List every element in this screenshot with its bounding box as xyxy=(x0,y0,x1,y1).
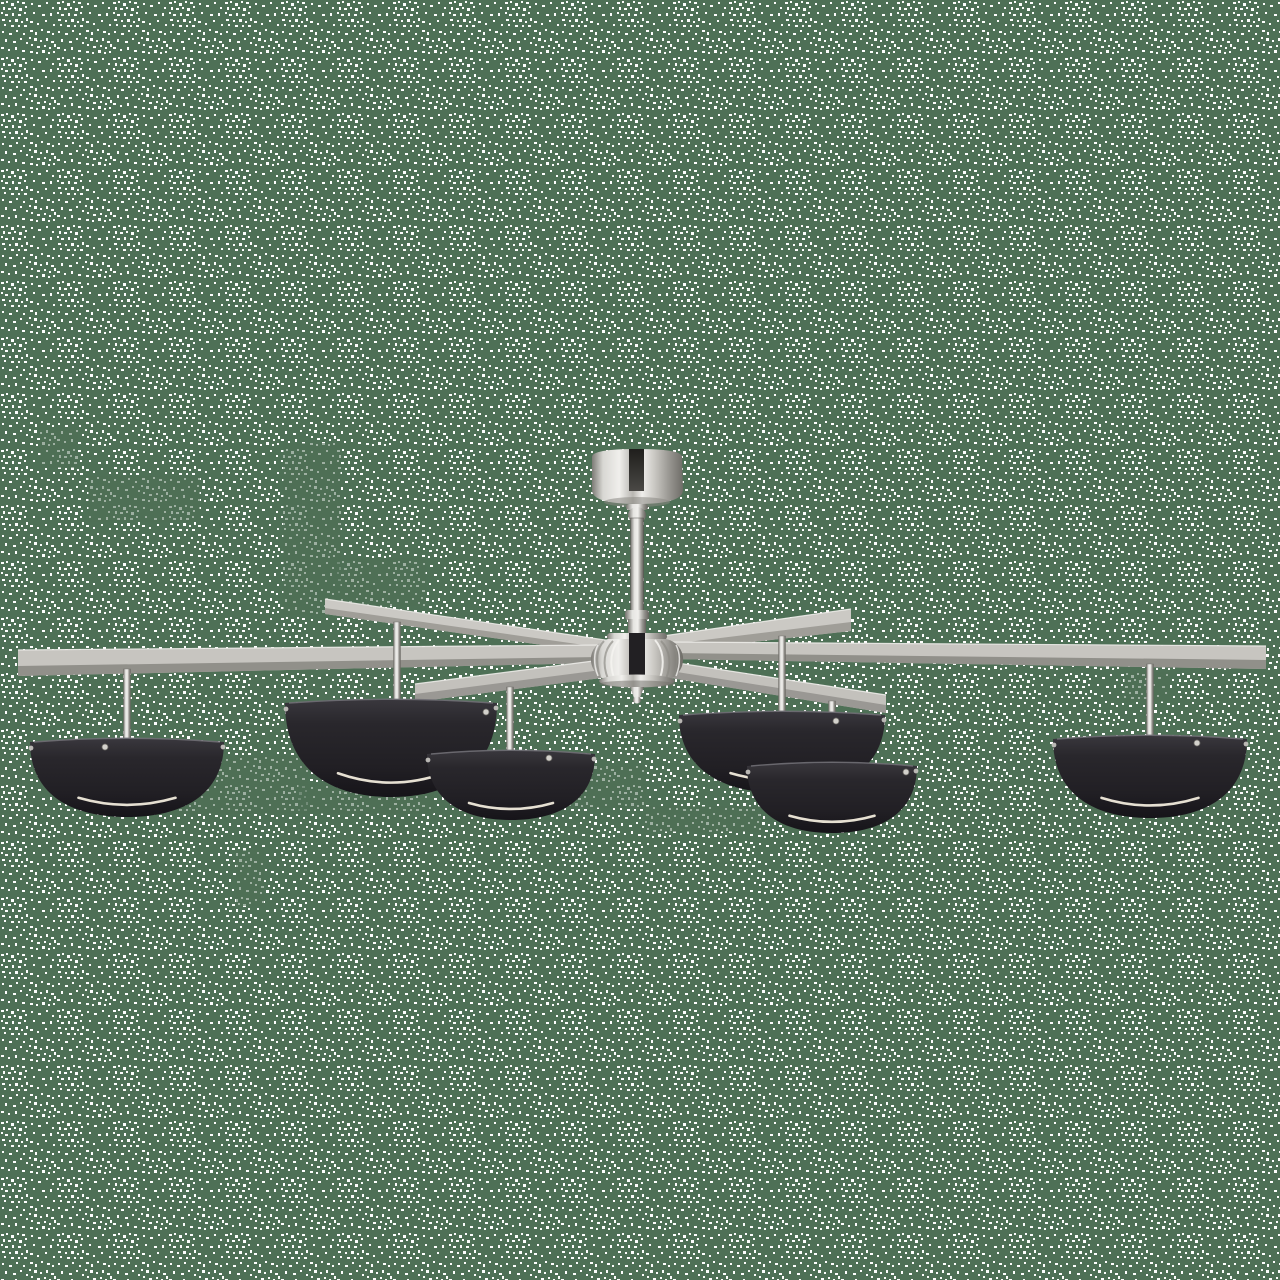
arm-right xyxy=(667,641,1267,669)
bowl-rim-highlight xyxy=(1056,734,1244,740)
finial xyxy=(630,687,644,704)
chandelier xyxy=(17,449,1267,833)
bowl-diffuser-glow xyxy=(788,814,876,824)
dither-sparse-patch xyxy=(283,443,341,615)
bowl-rim-highlight xyxy=(682,710,882,716)
hub-center-stripe xyxy=(629,633,645,679)
hub-flutes xyxy=(593,639,681,680)
rod-back-right xyxy=(778,635,786,716)
arm-back-left-highlight xyxy=(324,598,613,642)
bowl-rim-screw-left xyxy=(425,757,431,763)
hub xyxy=(590,633,684,688)
arm-back-left xyxy=(324,598,613,655)
bowl-pin xyxy=(545,754,553,762)
collar-upper-ring xyxy=(625,610,649,620)
bowl-rim-highlight xyxy=(750,761,914,767)
bowl-front-right xyxy=(745,761,919,833)
collar-lower-ring xyxy=(628,619,646,633)
bowl-rim-screw-right xyxy=(1243,741,1249,747)
bowl-pin xyxy=(902,768,910,776)
hub-bottom-shadow xyxy=(599,680,675,688)
bowl-rim-screw-left xyxy=(1051,742,1057,748)
bowl-rim-screw-left xyxy=(283,706,289,712)
arm-back-right-highlight xyxy=(662,608,852,637)
bowl-pin xyxy=(101,743,109,751)
rod-back-left xyxy=(393,621,401,704)
bowl-rim-highlight xyxy=(33,737,221,743)
dither-sparse-patch xyxy=(40,430,78,468)
arm-back-left-underside xyxy=(325,608,612,655)
arm-front-left-underside xyxy=(415,668,617,702)
canopy-under-shadow xyxy=(604,497,670,507)
bowl-rim-screw-right xyxy=(881,717,887,723)
bowl-pin xyxy=(1193,739,1201,747)
bowl-rim-screw-right xyxy=(493,705,499,711)
finial-cone xyxy=(630,687,644,698)
rod-far-left xyxy=(123,668,131,743)
arm-right-underside xyxy=(668,653,1266,669)
bowl-diffuser-glow xyxy=(467,801,555,811)
arm-right-highlight xyxy=(667,641,1267,647)
bowl-pin xyxy=(482,708,490,716)
bowl-front-left xyxy=(425,749,597,820)
arm-front-right-highlight xyxy=(657,659,887,696)
rod-front-left xyxy=(506,686,514,755)
bowl-rim-screw-left xyxy=(28,745,34,751)
canopy xyxy=(592,449,683,507)
bowl-far-right xyxy=(1051,734,1249,818)
bowl-diffuser-glow xyxy=(77,796,177,807)
bowl-rim-highlight xyxy=(288,698,494,704)
dither-sparse-patch xyxy=(88,476,200,522)
bowl-rim-screw-right xyxy=(591,756,597,762)
bowl-rim-screw-left xyxy=(745,769,751,775)
rod-far-right xyxy=(1146,663,1154,740)
dither-sparse-patch xyxy=(644,806,762,832)
bowl-diffuser-glow xyxy=(1100,796,1200,807)
bowls-layer xyxy=(28,698,1249,833)
bowl-rim-highlight xyxy=(430,749,592,755)
dither-sparse-patch xyxy=(236,850,264,906)
finial-ball xyxy=(633,696,641,704)
arm-left xyxy=(17,644,601,676)
arm-left-underside xyxy=(18,657,600,676)
background-sparse-patches xyxy=(40,430,1170,906)
bowl-rim-screw-right xyxy=(913,768,919,774)
bowl-far-left xyxy=(28,737,226,817)
canopy-slot xyxy=(629,449,644,491)
dither-sparse-patch xyxy=(336,558,426,606)
bowl-pin xyxy=(832,717,840,725)
stem-collar xyxy=(625,610,649,633)
bowl-rim-screw-left xyxy=(677,718,683,724)
bowl-rim-screw-right xyxy=(220,744,226,750)
arm-front-left-highlight xyxy=(414,657,618,685)
arm-left-highlight xyxy=(17,644,601,651)
arm-front-left xyxy=(414,657,618,702)
